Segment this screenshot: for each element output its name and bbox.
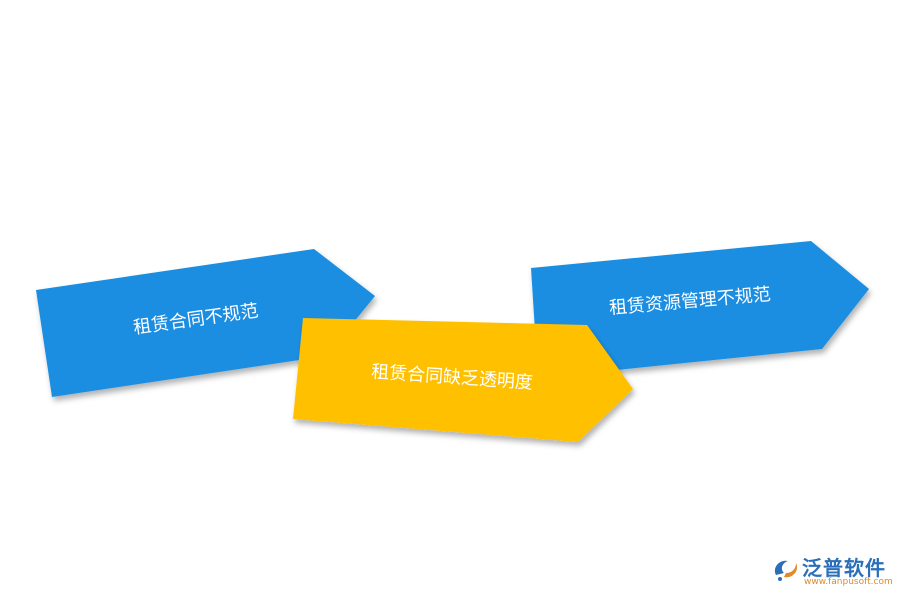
logo-url: www.fanpusoft.com	[804, 577, 893, 587]
arrow-contract-nonstandard: 租赁合同不规范	[36, 249, 375, 397]
logo-name: 泛普软件	[802, 556, 886, 580]
arrow-resource-management-nonstandard: 租赁资源管理不规范	[531, 241, 869, 378]
arrow-contract-lacks-transparency: 租赁合同缺乏透明度	[293, 318, 633, 442]
logo-mark-icon	[774, 560, 798, 581]
brand-logo: 泛普软件 www.fanpusoft.com	[768, 552, 893, 594]
